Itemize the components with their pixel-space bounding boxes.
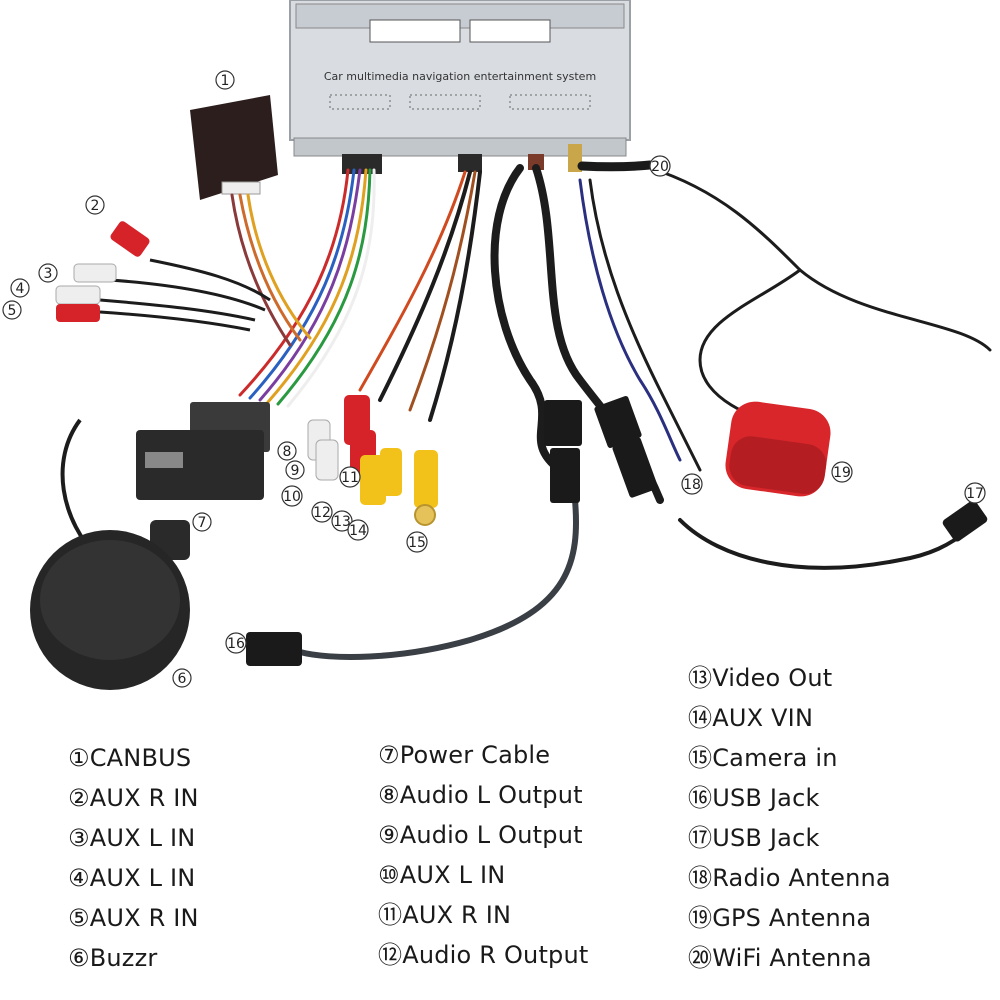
callout-8: 8 xyxy=(277,441,297,461)
callout-12: 12 xyxy=(311,501,333,523)
callout-3: 3 xyxy=(38,263,58,283)
callout-20: 20 xyxy=(649,155,671,177)
svg-text:20: 20 xyxy=(651,159,669,175)
svg-text:15: 15 xyxy=(408,535,426,551)
legend-item-4: ④AUX L IN xyxy=(68,864,196,892)
legend-item-20: ⑳WiFi Antenna xyxy=(688,944,872,972)
callout-6: 6 xyxy=(172,668,192,688)
svg-text:3: 3 xyxy=(44,266,53,282)
usb-connector-right xyxy=(594,396,642,448)
svg-text:4: 4 xyxy=(16,281,25,297)
callout-2: 2 xyxy=(85,195,105,215)
svg-text:2: 2 xyxy=(91,198,100,214)
legend-item-15: ⑮Camera in xyxy=(688,744,838,772)
legend-item-13: ⑬Video Out xyxy=(688,664,833,692)
head-unit: Car multimedia navigation entertainment … xyxy=(289,0,655,174)
rca-plugs-middle xyxy=(307,395,438,526)
canbus-box xyxy=(190,95,278,200)
svg-text:1: 1 xyxy=(221,73,230,89)
callout-15: 15 xyxy=(406,531,428,553)
svg-text:18: 18 xyxy=(683,477,701,493)
callout-4: 4 xyxy=(10,278,30,298)
svg-text:12: 12 xyxy=(313,505,331,521)
buzzer xyxy=(30,418,190,690)
svg-text:17: 17 xyxy=(966,486,984,502)
usb-connector-right-lower xyxy=(612,437,658,498)
legend-item-1: ①CANBUS xyxy=(68,744,192,772)
callout-19: 19 xyxy=(831,461,853,483)
legend-item-2: ②AUX R IN xyxy=(68,784,199,812)
callout-11: 11 xyxy=(339,466,361,488)
callout-9: 9 xyxy=(285,460,305,480)
legend-item-17: ⑰USB Jack xyxy=(688,824,820,852)
svg-text:19: 19 xyxy=(833,465,851,481)
legend-item-7: ⑦Power Cable xyxy=(378,741,551,769)
usb-jack-16 xyxy=(246,632,302,666)
legend-item-5: ⑤AUX R IN xyxy=(68,904,199,932)
gps-antenna xyxy=(725,401,831,497)
callout-16: 16 xyxy=(225,632,247,654)
legend-item-16: ⑯USB Jack xyxy=(688,784,820,812)
legend-item-8: ⑧Audio L Output xyxy=(378,781,583,809)
svg-text:7: 7 xyxy=(198,515,207,531)
legend-item-3: ③AUX L IN xyxy=(68,824,196,852)
svg-text:10: 10 xyxy=(283,489,301,505)
power-harness xyxy=(136,402,270,500)
callout-17: 17 xyxy=(964,482,986,504)
usb-cables xyxy=(297,164,970,660)
svg-text:8: 8 xyxy=(283,444,292,460)
callout-18: 18 xyxy=(681,473,703,495)
legend-item-9: ⑨Audio L Output xyxy=(378,821,583,849)
usb-jack-17 xyxy=(942,500,988,542)
callout-5: 5 xyxy=(2,300,22,320)
callout-13: 13 xyxy=(331,510,353,532)
unit-label: Car multimedia navigation entertainment … xyxy=(324,70,596,83)
svg-text:14: 14 xyxy=(349,523,367,539)
wire-bundle xyxy=(230,168,482,422)
callout-1: 1 xyxy=(215,70,235,90)
legend-item-12: ⑫Audio R Output xyxy=(378,941,589,969)
svg-text:9: 9 xyxy=(291,463,300,479)
callout-14: 14 xyxy=(347,519,369,541)
legend-item-19: ⑲GPS Antenna xyxy=(688,904,872,932)
svg-text:11: 11 xyxy=(341,470,359,486)
legend-item-6: ⑥Buzzr xyxy=(68,944,158,972)
svg-text:6: 6 xyxy=(178,671,187,687)
legend-item-10: ⑩AUX L IN xyxy=(378,861,506,889)
callout-10: 10 xyxy=(281,485,303,507)
svg-text:16: 16 xyxy=(227,636,245,652)
callouts: 1 2 3 4 5 6 7 8 9 10 11 12 13 14 15 16 1… xyxy=(2,70,986,688)
usb-connector-left xyxy=(544,400,582,446)
rca-leads-left xyxy=(55,221,271,332)
legend-item-14: ⑭AUX VIN xyxy=(688,704,814,732)
svg-text:13: 13 xyxy=(333,514,351,530)
legend-item-18: ⑱Radio Antenna xyxy=(688,864,891,892)
legend-item-11: ⑪AUX R IN xyxy=(378,901,512,929)
callout-7: 7 xyxy=(192,512,212,532)
usb-connector-left-lower xyxy=(550,448,580,503)
svg-text:5: 5 xyxy=(8,303,17,319)
